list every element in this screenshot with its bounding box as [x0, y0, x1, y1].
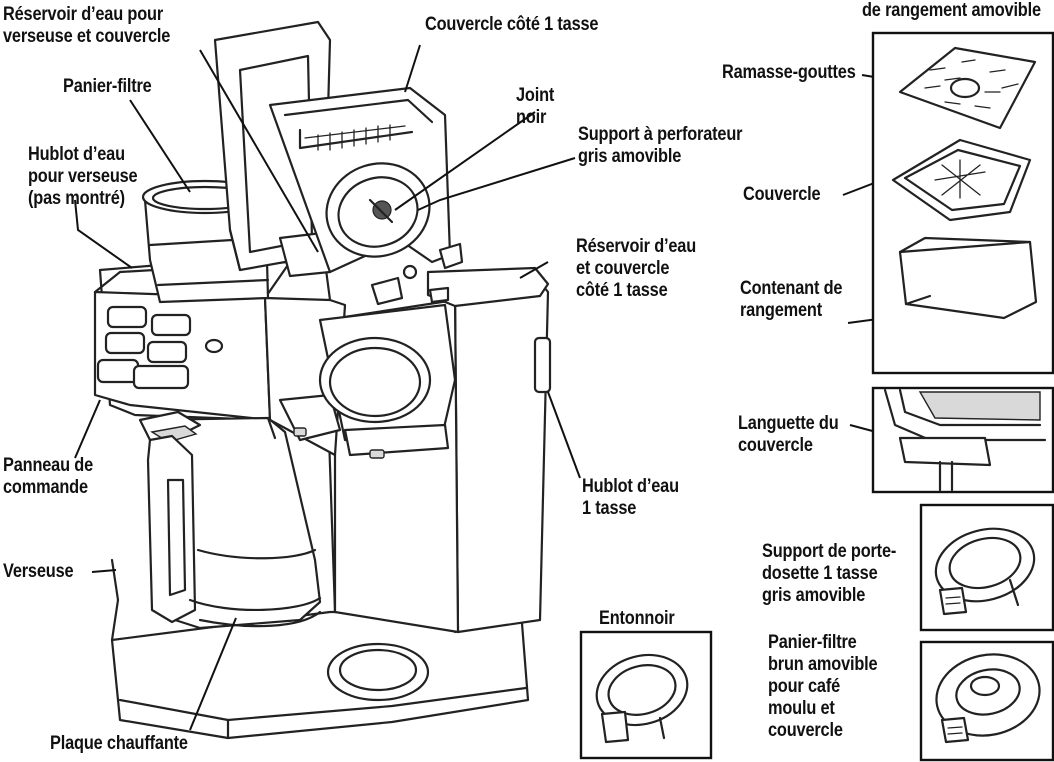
- label-line: de rangement amovible: [862, 0, 1041, 21]
- label-line: 1 tasse: [582, 498, 637, 519]
- lid-tab-box: [871, 386, 1054, 494]
- storage-box: [871, 31, 1054, 375]
- label-support-porte-dosette: Support de porte- dosette 1 tasse gris a…: [762, 541, 896, 607]
- label-line: commande: [3, 477, 88, 498]
- label-line: Réservoir d’eau pour: [3, 4, 164, 25]
- label-line: verseuse et couvercle: [3, 26, 171, 47]
- label-reservoir-verseuse: Réservoir d’eau pour verseuse et couverc…: [3, 4, 170, 48]
- label-line: Contenant de: [740, 278, 843, 299]
- label-rangement-title: de rangement amovible: [862, 0, 1041, 22]
- label-line: dosette 1 tasse: [762, 563, 878, 584]
- label-line: couvercle: [768, 720, 843, 741]
- label-line: Panneau de: [3, 455, 94, 476]
- label-verseuse: Verseuse: [3, 561, 74, 583]
- label-line: noir: [516, 107, 547, 128]
- label-hublot-verseuse: Hublot d’eau pour verseuse (pas montré): [28, 144, 138, 210]
- label-line: Languette du: [738, 413, 839, 434]
- label-plaque-chauffante: Plaque chauffante: [50, 733, 188, 755]
- label-line: Hublot d’eau: [28, 144, 125, 165]
- label-panier-filtre-brun: Panier-filtre brun amovible pour café mo…: [768, 632, 878, 742]
- label-line: Hublot d’eau: [582, 476, 679, 497]
- pod-holder-box: [919, 503, 1054, 632]
- label-couvercle: Couvercle: [743, 184, 821, 206]
- label-line: pour café: [768, 676, 840, 697]
- label-entonnoir: Entonnoir: [599, 608, 675, 630]
- label-panneau-commande: Panneau de commande: [3, 455, 93, 499]
- label-line: côté 1 tasse: [576, 280, 668, 301]
- label-line: gris amovible: [762, 585, 866, 606]
- label-line: pour verseuse: [28, 166, 138, 187]
- label-reservoir-1-tasse: Réservoir d’eau et couvercle côté 1 tass…: [576, 236, 696, 302]
- label-line: Couvercle côté 1 tasse: [425, 14, 599, 35]
- label-line: Support de porte-: [762, 541, 897, 562]
- label-support-perforateur: Support à perforateur gris amovible: [578, 124, 743, 168]
- label-joint-noir: Joint noir: [516, 85, 554, 129]
- label-hublot-1-tasse: Hublot d’eau 1 tasse: [582, 476, 679, 520]
- label-panier-filtre: Panier-filtre: [63, 76, 152, 98]
- label-line: Plaque chauffante: [50, 733, 188, 754]
- label-languette: Languette du couvercle: [738, 413, 839, 457]
- label-line: Panier-filtre: [768, 632, 857, 653]
- coffee-maker-drawing: [93, 20, 552, 740]
- label-line: Ramasse-gouttes: [722, 62, 856, 83]
- label-line: Entonnoir: [599, 608, 675, 629]
- label-line: (pas montré): [28, 188, 125, 209]
- label-line: brun amovible: [768, 654, 878, 675]
- label-line: couvercle: [738, 435, 813, 456]
- label-line: gris amovible: [578, 146, 682, 167]
- label-line: moulu et: [768, 698, 835, 719]
- label-line: Réservoir d’eau: [576, 236, 697, 257]
- label-line: Verseuse: [3, 561, 74, 582]
- label-line: Couvercle: [743, 184, 821, 205]
- label-line: Support à perforateur: [578, 124, 743, 145]
- label-couvercle-1-tasse: Couvercle côté 1 tasse: [425, 14, 599, 36]
- funnel-box: [579, 630, 713, 760]
- label-line: Panier-filtre: [63, 76, 152, 97]
- brown-basket-box: [919, 640, 1054, 762]
- label-line: et couvercle: [576, 258, 670, 279]
- label-line: Joint: [516, 85, 555, 106]
- label-contenant-rangement: Contenant de rangement: [740, 278, 843, 322]
- label-line: rangement: [740, 300, 822, 321]
- label-ramasse-gouttes: Ramasse-gouttes: [722, 62, 856, 84]
